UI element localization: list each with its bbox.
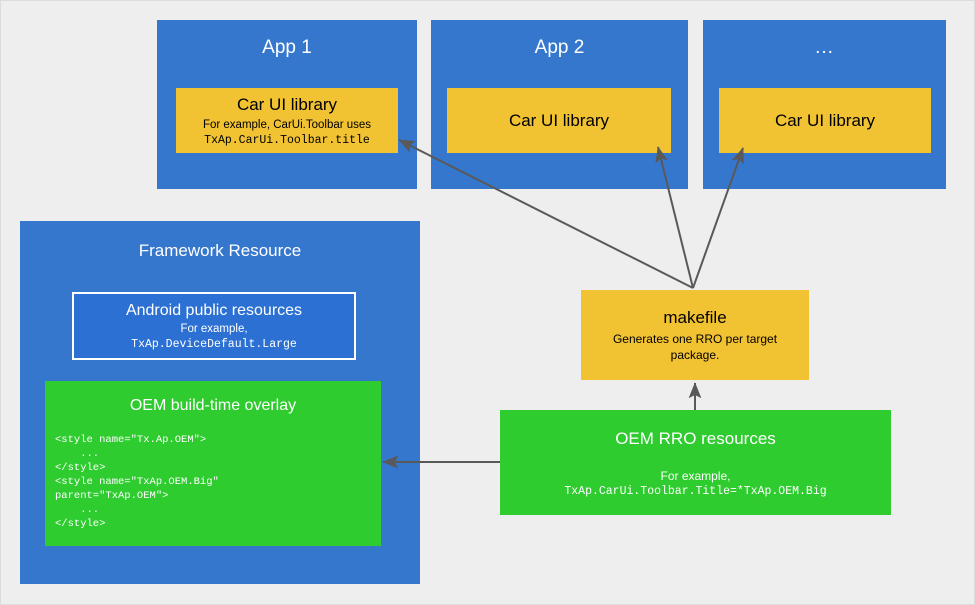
oem-build-time-overlay-title: OEM build-time overlay [129, 397, 297, 414]
oem-rro-resources-box: OEM RRO resources For example, TxAp.CarU… [500, 410, 891, 515]
app-2-box: App 2 Car UI library [431, 20, 688, 189]
android-public-resources-box: Android public resources For example, Tx… [72, 292, 356, 360]
app-2-library-title: Car UI library [508, 110, 610, 130]
makefile-title: makefile [663, 308, 727, 327]
app-3-box: ... Car UI library [703, 20, 946, 189]
app-3-library-title: Car UI library [774, 110, 876, 130]
oem-rro-resources-subtitle: For example, [660, 469, 731, 483]
oem-build-time-overlay-box: OEM build-time overlay <style name="Tx.A… [45, 381, 381, 546]
app-1-library-subtitle: For example, CarUi.Toolbar uses [202, 118, 372, 131]
framework-resource-title: Framework Resource [138, 241, 302, 260]
app-2-title: App 2 [534, 37, 585, 58]
android-public-resources-subtitle: For example, [180, 323, 248, 335]
framework-resource-box: Framework Resource Android public resour… [20, 221, 420, 584]
oem-rro-resources-code: TxAp.CarUi.Toolbar.Title=*TxAp.OEM.Big [564, 485, 827, 498]
oem-build-time-overlay-code: <style name="Tx.Ap.OEM"> ... </style> <s… [55, 434, 219, 530]
app-2-library-box: Car UI library [447, 88, 671, 153]
app-1-box: App 1 Car UI library For example, CarUi.… [157, 20, 417, 189]
app-1-title: App 1 [262, 37, 312, 58]
android-public-resources-code: TxAp.DeviceDefault.Large [131, 338, 297, 351]
makefile-subtitle: Generates one RRO per target package. [612, 332, 778, 362]
app-3-title: ... [815, 37, 834, 58]
app-3-library-box: Car UI library [719, 88, 931, 153]
android-public-resources-title: Android public resources [125, 302, 303, 319]
oem-rro-resources-title: OEM RRO resources [615, 429, 776, 448]
makefile-box: makefile Generates one RRO per target pa… [581, 290, 809, 380]
app-1-library-title: Car UI library [236, 94, 338, 114]
app-1-library-box: Car UI library For example, CarUi.Toolba… [176, 88, 398, 153]
app-1-library-code: TxAp.CarUi.Toolbar.title [204, 133, 370, 147]
